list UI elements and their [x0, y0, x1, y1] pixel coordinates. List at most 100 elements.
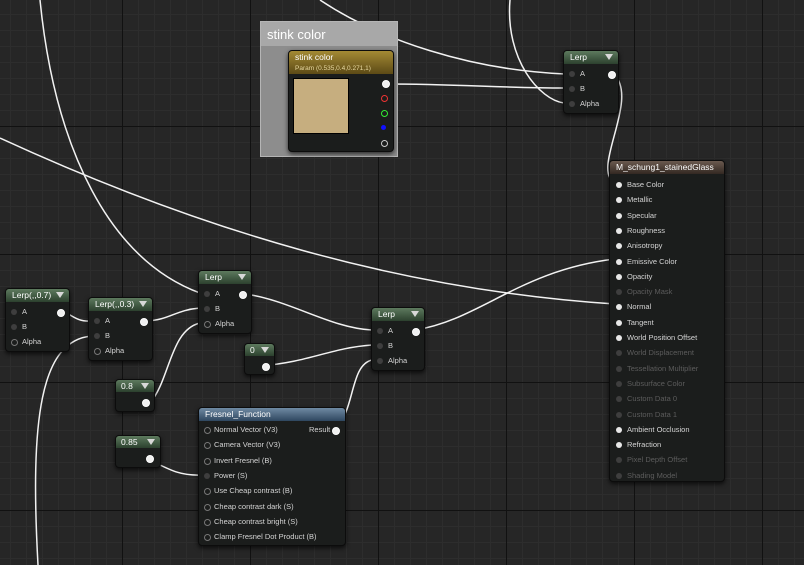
material-input-pin[interactable] [616, 335, 622, 341]
chevron-down-icon[interactable] [139, 301, 147, 307]
constant-node-08-header: 0.8 [116, 380, 154, 392]
output-pin[interactable] [239, 291, 247, 299]
chevron-down-icon[interactable] [147, 439, 155, 445]
chevron-down-icon[interactable] [141, 383, 149, 389]
green-output-pin[interactable] [381, 110, 388, 117]
material-pin-label: Subsurface Color [627, 378, 685, 388]
alpha-output-pin[interactable] [381, 140, 388, 147]
chevron-down-icon[interactable] [56, 292, 64, 298]
input-pin-a[interactable] [204, 291, 210, 297]
material-input-pin[interactable] [616, 197, 622, 204]
material-input-pin[interactable] [616, 273, 622, 280]
material-input-pin[interactable] [616, 258, 622, 265]
material-pin-label: Base Color [627, 180, 665, 189]
fresnel-input-pin[interactable] [204, 518, 211, 526]
material-pin-label: Specular [627, 210, 657, 220]
output-pin[interactable] [608, 71, 616, 79]
fresnel-input-pin[interactable] [204, 442, 211, 450]
lerp-node-03-title: Lerp(,,0.3) [95, 299, 135, 309]
lerp-node-top-header: Lerp [564, 51, 618, 64]
material-input-pin[interactable] [616, 380, 622, 387]
material-input-pin[interactable] [616, 457, 622, 464]
fresnel-input-label: Invert Fresnel (B) [214, 455, 272, 465]
output-pin[interactable] [142, 399, 150, 407]
lerp-node-top[interactable]: Lerp A B Alpha [563, 50, 619, 114]
input-pin-b[interactable] [94, 333, 100, 339]
material-input-pin[interactable] [616, 243, 622, 250]
lerp-node-right-header: Lerp [372, 308, 424, 321]
input-pin-alpha[interactable] [204, 321, 211, 328]
material-input-pin[interactable] [616, 365, 622, 372]
material-input-pin[interactable] [616, 472, 622, 479]
input-pin-a[interactable] [11, 309, 17, 315]
constant-node-085-header: 0.85 [116, 436, 160, 448]
material-input-pin[interactable] [616, 289, 622, 296]
lerp-node-right[interactable]: Lerp A B Alpha [371, 307, 425, 371]
fresnel-input-pin[interactable] [204, 503, 211, 511]
lerp-node-mid-header: Lerp [199, 271, 251, 284]
fresnel-input-label: Cheap contrast bright (S) [214, 516, 298, 526]
fresnel-result-pin[interactable] [332, 427, 340, 435]
material-input-pin[interactable] [616, 411, 622, 418]
material-pin-label: Normal [627, 302, 652, 312]
material-input-pin[interactable] [616, 426, 622, 433]
input-pin-a[interactable] [569, 71, 575, 77]
pin-label-b: B [215, 304, 221, 313]
lerp-node-mid-title: Lerp [205, 272, 223, 282]
input-pin-b[interactable] [11, 324, 17, 330]
material-input-pin[interactable] [616, 396, 622, 403]
chevron-down-icon[interactable] [238, 274, 246, 280]
input-pin-alpha[interactable] [94, 348, 101, 355]
lerp-node-right-title: Lerp [378, 309, 396, 319]
constant-node-0[interactable]: 0 [244, 343, 275, 375]
constant-node-085[interactable]: 0.85 [115, 435, 161, 468]
material-input-pin[interactable] [616, 182, 622, 188]
output-pin[interactable] [412, 328, 420, 336]
red-output-pin[interactable] [381, 95, 388, 102]
input-pin-alpha[interactable] [569, 101, 575, 107]
lerp-node-mid[interactable]: Lerp A B Alpha [198, 270, 252, 334]
input-pin-b[interactable] [377, 343, 383, 349]
material-input-pin[interactable] [616, 350, 622, 357]
param-node-stink-color[interactable]: stink color Param (0.535,0.4,0.271,1) [288, 50, 394, 152]
material-input-pin[interactable] [616, 442, 622, 449]
chevron-down-icon[interactable] [605, 54, 613, 60]
material-pin-label: Emissive Color [627, 256, 678, 266]
constant-node-08[interactable]: 0.8 [115, 379, 155, 412]
output-pin[interactable] [262, 363, 270, 371]
material-pin-label: Opacity Mask [627, 287, 673, 297]
fresnel-input-pin[interactable] [204, 534, 211, 542]
fresnel-function-node[interactable]: Fresnel_Function Result Normal Vector (V… [198, 407, 346, 546]
blue-output-pin[interactable] [381, 125, 386, 130]
input-pin-b[interactable] [569, 86, 575, 92]
output-pin[interactable] [146, 455, 154, 463]
material-pin-label: Refraction [627, 440, 662, 450]
material-input-pin[interactable] [616, 304, 622, 311]
fresnel-input-pin[interactable] [204, 488, 211, 496]
output-pin[interactable] [57, 309, 65, 317]
fresnel-input-pin[interactable] [204, 472, 210, 479]
fresnel-input-pin[interactable] [204, 457, 211, 465]
param-node-subtitle: Param (0.535,0.4,0.271,1) [295, 65, 371, 72]
material-input-pin[interactable] [616, 319, 622, 326]
pin-label-b: B [580, 84, 586, 93]
chevron-down-icon[interactable] [411, 311, 419, 317]
input-pin-a[interactable] [94, 318, 100, 324]
output-pin[interactable] [140, 318, 148, 326]
fresnel-input-pin[interactable] [204, 427, 211, 434]
lerp-node-03[interactable]: Lerp(,,0.3) A B Alpha [88, 297, 153, 361]
lerp-node-07[interactable]: Lerp(,,0.7) A B Alpha [5, 288, 70, 352]
input-pin-b[interactable] [204, 306, 210, 312]
material-input-pin[interactable] [616, 227, 622, 234]
chevron-down-icon[interactable] [261, 347, 269, 353]
rgba-output-pin[interactable] [382, 80, 390, 88]
input-pin-alpha[interactable] [11, 339, 18, 346]
param-node-header: stink color Param (0.535,0.4,0.271,1) [289, 51, 393, 74]
fresnel-node-title: Fresnel_Function [205, 409, 271, 419]
input-pin-alpha[interactable] [377, 358, 383, 364]
input-pin-a[interactable] [377, 328, 383, 334]
fresnel-input-label: Power (S) [214, 470, 248, 480]
material-input-pin[interactable] [616, 212, 622, 219]
fresnel-input-label: Camera Vector (V3) [214, 440, 281, 450]
